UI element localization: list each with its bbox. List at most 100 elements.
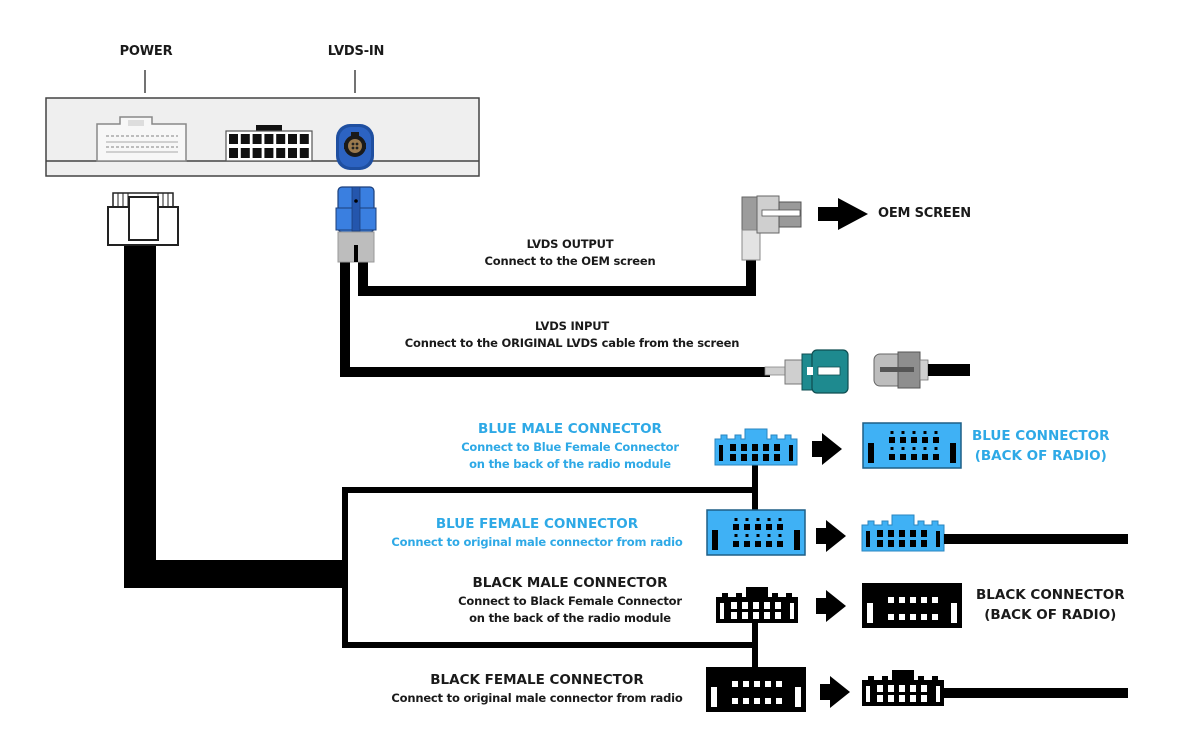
lvds-output-title: LVDS OUTPUT — [526, 237, 614, 251]
pin — [764, 602, 770, 609]
power-harness — [107, 192, 348, 588]
side-key — [711, 687, 717, 707]
pin — [921, 614, 927, 620]
pin — [910, 597, 916, 603]
pin — [877, 530, 883, 537]
pin — [733, 524, 739, 530]
pin — [730, 454, 736, 461]
pin-dot — [745, 518, 749, 521]
pin — [921, 597, 927, 603]
blue-male-line2: on the back of the radio module — [469, 457, 671, 471]
pin — [776, 681, 782, 687]
pin — [900, 454, 906, 460]
pin — [900, 437, 906, 443]
arrow-blue-female — [816, 520, 846, 552]
pin — [775, 612, 781, 619]
pin — [910, 685, 916, 692]
pin-dot — [912, 447, 916, 450]
port-pin — [299, 148, 309, 158]
pin — [922, 437, 928, 443]
interface-module — [45, 70, 480, 177]
pin — [744, 541, 750, 547]
side-key — [789, 445, 793, 461]
side-key — [790, 603, 794, 619]
pin — [933, 437, 939, 443]
pin — [776, 698, 782, 704]
pin — [774, 454, 780, 461]
pin-dot — [767, 534, 771, 537]
pin — [755, 524, 761, 530]
pin — [743, 681, 749, 687]
pin — [731, 602, 737, 609]
side-key — [867, 603, 873, 623]
port-pin — [229, 134, 238, 144]
pin — [899, 540, 905, 547]
blue-female-line1: Connect to original male connector from … — [391, 535, 683, 549]
port-pin — [252, 148, 262, 158]
pin — [763, 454, 769, 461]
side-key — [712, 530, 718, 550]
pin — [899, 530, 905, 537]
pin-dot — [934, 431, 938, 434]
lvds-input-title: LVDS INPUT — [535, 319, 609, 333]
pin — [731, 612, 737, 619]
pin — [911, 454, 917, 460]
side-key — [719, 445, 723, 461]
lvds-input-teal-connector-icon — [764, 349, 849, 394]
blue-target-line1: BLUE CONNECTOR — [972, 428, 1110, 444]
pin — [752, 454, 758, 461]
pin — [877, 540, 883, 547]
pin — [921, 530, 927, 537]
arrow-black-male — [816, 590, 846, 622]
pin — [889, 454, 895, 460]
pin — [744, 524, 750, 530]
pin — [910, 695, 916, 702]
pin — [933, 454, 939, 460]
blue-female-title: BLUE FEMALE CONNECTOR — [435, 516, 639, 532]
pin — [775, 602, 781, 609]
branch-wiring — [342, 462, 758, 670]
pin — [899, 614, 905, 620]
lvds-in-port-icon — [336, 124, 374, 170]
side-key — [720, 603, 724, 619]
pin — [730, 444, 736, 451]
black-male-label: BLACK MALE CONNECTOR Connect to Black Fe… — [440, 573, 700, 627]
pin — [777, 541, 783, 547]
pin — [899, 685, 905, 692]
pin — [774, 444, 780, 451]
pin-dot — [890, 447, 894, 450]
pin — [910, 530, 916, 537]
lvds-output-label: LVDS OUTPUT Connect to the OEM screen — [470, 236, 670, 270]
pin — [921, 695, 927, 702]
pin — [766, 541, 772, 547]
pin-dot — [756, 518, 760, 521]
black-male-connector-icon — [716, 587, 798, 623]
lvds-in-label: LVDS-IN — [327, 44, 385, 59]
port-pin — [240, 134, 250, 144]
pin — [732, 698, 738, 704]
blue-target-label: BLUE CONNECTOR (BACK OF RADIO) — [972, 426, 1110, 466]
side-key — [950, 443, 956, 463]
blue-target-line2: (BACK OF RADIO) — [974, 448, 1107, 464]
pin — [753, 602, 759, 609]
pin — [766, 524, 772, 530]
port-pin — [288, 134, 297, 144]
lvds-input-subtitle: Connect to the ORIGINAL LVDS cable from … — [404, 336, 740, 350]
pin — [742, 612, 748, 619]
pin — [899, 597, 905, 603]
pin — [753, 612, 759, 619]
black-original-male-connector-icon — [862, 670, 1128, 706]
side-key — [866, 531, 870, 547]
pin — [888, 685, 894, 692]
pin-dot — [890, 431, 894, 434]
pin-dot — [934, 447, 938, 450]
port-pin — [276, 148, 286, 158]
port-pin — [276, 134, 286, 144]
black-target-line1: BLACK CONNECTOR — [976, 587, 1125, 603]
pin — [764, 612, 770, 619]
pin — [777, 524, 783, 530]
black-male-line2: on the back of the radio module — [469, 611, 671, 625]
pin-dot — [901, 447, 905, 450]
pin — [754, 681, 760, 687]
